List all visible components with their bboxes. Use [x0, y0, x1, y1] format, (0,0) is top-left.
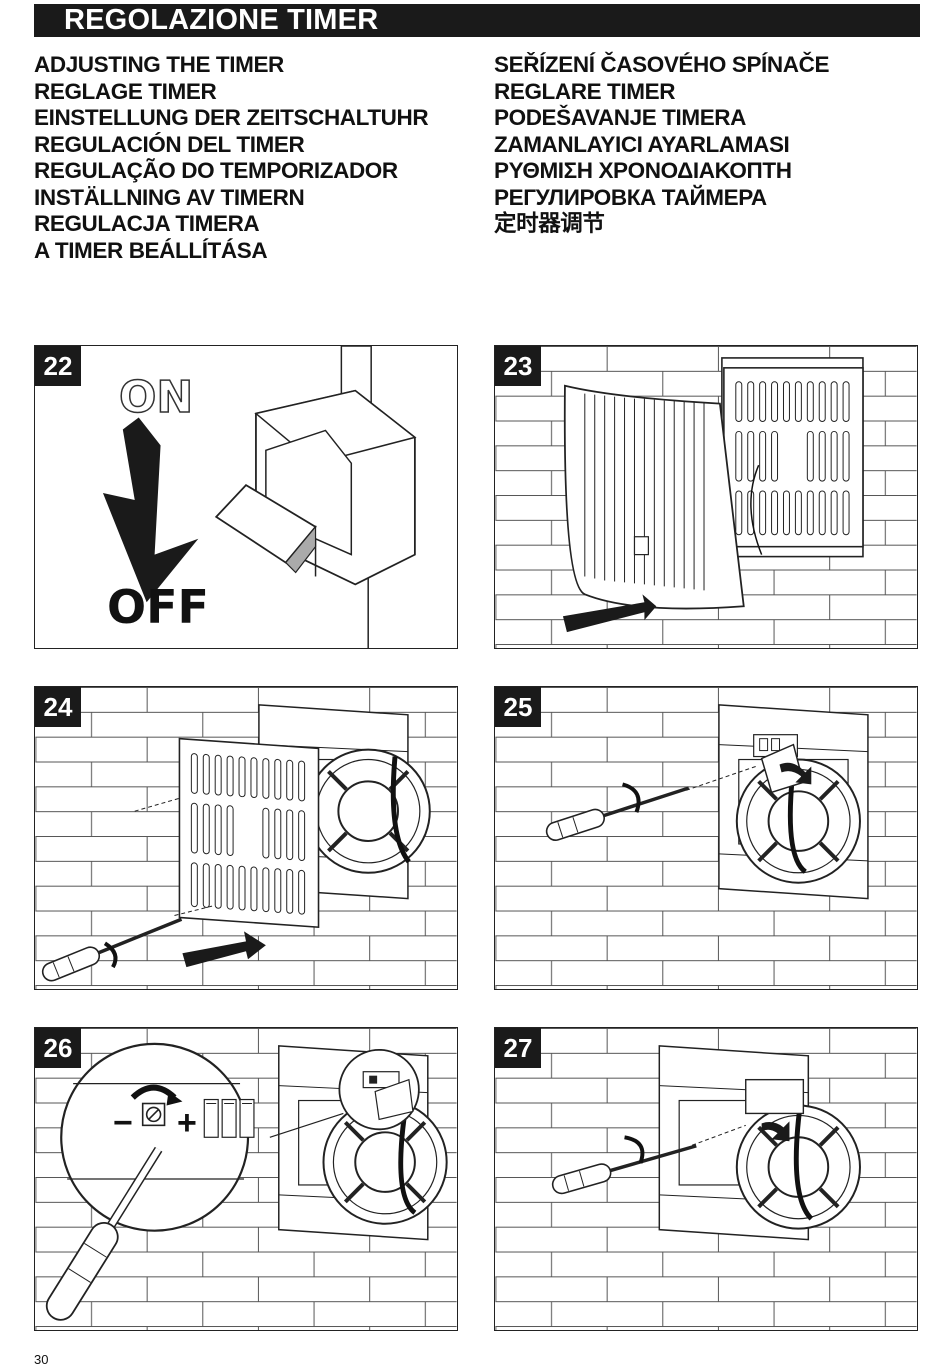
language-title: РЕГУЛИРОВКА ТАЙМЕРА — [494, 184, 767, 210]
unscrew-grille-illustration — [35, 687, 457, 989]
language-titles-right: SEŘÍZENÍ ČASOVÉHO SPÍNAČE REGLARE TIMER … — [494, 52, 829, 238]
adjust-timer-trimmer-illustration — [35, 1028, 457, 1330]
step-number: 26 — [35, 1028, 81, 1068]
step-23-panel: 23 — [494, 345, 918, 649]
step-number: 24 — [35, 687, 81, 727]
language-title: ΡΥΘΜΙΣΗ ΧΡΟΝΟΔΙΑΚΟΠΤΗ — [494, 158, 792, 183]
language-title: A TIMER BEÁLLÍTÁSA — [34, 237, 268, 263]
language-title: 定时器调节 — [494, 211, 605, 236]
step-number: 25 — [495, 687, 541, 727]
language-title: ADJUSTING THE TIMER — [34, 52, 284, 77]
page-number: 30 — [34, 1352, 49, 1367]
language-title: PODEŠAVANJE TIMERA — [494, 105, 747, 130]
step-27-panel: 27 — [494, 1027, 918, 1331]
remove-front-cover-illustration — [495, 346, 917, 648]
step-26-panel: 26 − + — [34, 1027, 458, 1331]
plus-label: + — [177, 1104, 197, 1142]
language-title: REGULACJA TIMERA — [34, 211, 260, 236]
on-label: ON — [118, 371, 194, 424]
language-title: REGULAÇÃO DO TEMPORIZADOR — [34, 158, 398, 183]
language-title: SEŘÍZENÍ ČASOVÉHO SPÍNAČE — [494, 52, 830, 77]
open-timer-cover-illustration — [495, 687, 917, 989]
page-title: REGOLAZIONE TIMER — [64, 4, 379, 36]
title-bar: REGOLAZIONE TIMER — [34, 4, 920, 37]
step-number: 22 — [35, 346, 81, 386]
language-title: INSTÄLLNING AV TIMERN — [34, 184, 305, 210]
close-timer-cover-illustration — [495, 1028, 917, 1330]
step-number: 23 — [495, 346, 541, 386]
language-title: REGULACIÓN DEL TIMER — [34, 131, 305, 157]
minus-label: − — [113, 1104, 133, 1142]
language-title: REGLAGE TIMER — [34, 78, 217, 104]
language-titles-left: ADJUSTING THE TIMER REGLAGE TIMER EINSTE… — [34, 52, 429, 264]
step-25-panel: 25 — [494, 686, 918, 990]
language-title: ZAMANLAYICI AYARLAMASI — [494, 131, 790, 157]
power-switch-illustration — [102, 346, 417, 648]
off-label: OFF — [107, 580, 209, 634]
language-title: EINSTELLUNG DER ZEITSCHALTUHR — [34, 105, 429, 130]
step-22-panel: 22 ON OFF — [34, 345, 458, 649]
language-title: REGLARE TIMER — [494, 78, 676, 104]
step-number: 27 — [495, 1028, 541, 1068]
step-24-panel: 24 — [34, 686, 458, 990]
